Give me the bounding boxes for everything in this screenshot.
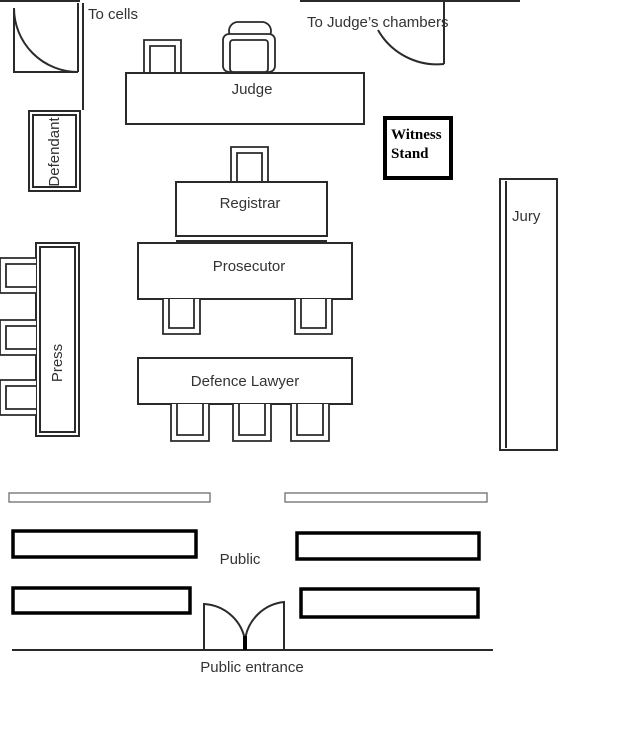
press-chair-3 [0, 379, 36, 416]
public-rail-right [284, 492, 488, 503]
press-label: Press [49, 344, 66, 382]
judge-armchair [222, 21, 276, 73]
public-label: Public [220, 551, 261, 568]
judge-side-chair [143, 39, 182, 73]
witness-label-line1: Witness [391, 127, 442, 143]
public-entrance-label: Public entrance [200, 659, 303, 676]
public-entrance-doors [12, 600, 493, 651]
defendant-label: Defendant [46, 117, 63, 187]
press-bench [35, 242, 80, 437]
prosecutor-chair-right [294, 299, 333, 335]
witness-stand [383, 116, 453, 180]
jury-box [499, 178, 558, 451]
jury-label: Jury [512, 208, 541, 225]
prosecutor-table [137, 242, 353, 300]
press-chair-1 [0, 257, 36, 294]
public-rail-left [8, 492, 211, 503]
registrar-chair [230, 146, 269, 182]
defence-lawyer-table [137, 357, 353, 405]
cells-door [0, 0, 84, 110]
witness-label-line2: Stand [391, 146, 429, 162]
prosecutor-label: Prosecutor [213, 258, 286, 275]
to-judges-chambers-label: To Judge’s chambers [307, 14, 448, 31]
defence-chair-1 [170, 404, 210, 442]
judges-chambers-door [300, 0, 520, 66]
press-chair-2 [0, 319, 36, 356]
defendant-box [28, 110, 81, 192]
defence-lawyer-label: Defence Lawyer [191, 373, 299, 390]
prosecutor-chair-left [162, 299, 201, 335]
public-pew-right-front [295, 531, 481, 561]
public-pew-left-back [11, 586, 192, 615]
public-pew-right-back [299, 587, 480, 619]
to-cells-label: To cells [88, 6, 138, 23]
registrar-desk [175, 181, 328, 237]
judge-bench [125, 72, 365, 125]
judge-label: Judge [232, 81, 273, 98]
registrar-label: Registrar [220, 195, 281, 212]
public-pew-left-front [11, 529, 198, 559]
defence-chair-2 [232, 404, 272, 442]
defence-chair-3 [290, 404, 330, 442]
